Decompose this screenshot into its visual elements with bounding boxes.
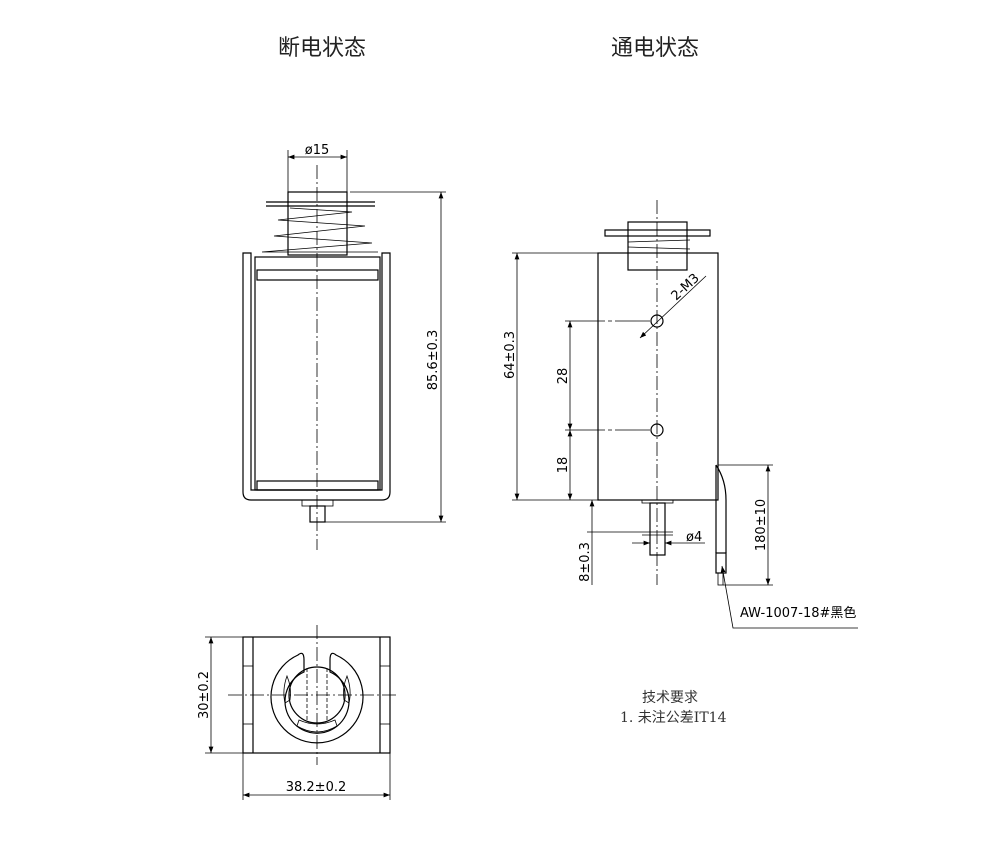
dim-height: 30±0.2 <box>197 671 212 719</box>
off-state-view: ø15 85.6±0.3 <box>242 143 446 550</box>
dim-thread: 2-M3 <box>669 271 703 304</box>
dim-wire-length: 180±10 <box>754 499 769 551</box>
dim-plunger-diameter: ø4 <box>686 530 702 545</box>
notes-heading: 技术要求 <box>642 690 698 706</box>
dim-total-length: 85.6±0.3 <box>426 330 441 391</box>
bottom-view: 30±0.2 38.2±0.2 <box>197 625 398 800</box>
dim-hole-spacing: 28 <box>556 368 571 385</box>
wire-spec-label: AW-1007-18#黑色 <box>740 605 856 621</box>
dim-diameter-top: ø15 <box>305 143 330 158</box>
title-off-state: 断电状态 <box>278 36 366 61</box>
dim-stroke: 8±0.3 <box>578 542 593 582</box>
notes-item-1: 1. 未注公差IT14 <box>620 710 727 726</box>
title-on-state: 通电状态 <box>611 36 699 61</box>
dim-width: 38.2±0.2 <box>286 780 347 795</box>
on-state-view: 2-M3 64±0.3 28 18 8±0.3 ø4 180±10 <box>503 200 858 629</box>
dim-hole-offset: 18 <box>556 457 571 474</box>
dim-body-length: 64±0.3 <box>503 331 518 379</box>
